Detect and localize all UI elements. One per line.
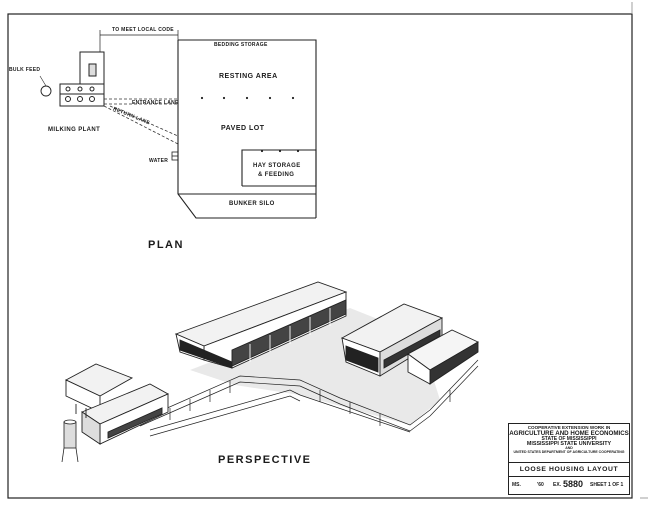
lanes [103, 98, 179, 145]
feed-tank-perspective [61, 419, 79, 463]
bulk-feed-tank [40, 85, 52, 97]
label-to-meet-local-code: TO MEET LOCAL CODE [112, 27, 174, 33]
ex-label: EX. [553, 482, 562, 488]
dimension-line [99, 30, 179, 52]
label-entrance-lane: ENTRANCE LANE [132, 100, 179, 106]
hay-barn-perspective [340, 303, 479, 385]
water-symbol [171, 151, 179, 161]
plan-heading: PLAN [148, 239, 184, 251]
milking-plant-plan [59, 51, 105, 107]
label-bunker-silo: BUNKER SILO [229, 201, 275, 207]
title-block-line1: COOPERATIVE EXTENSION WORK IN [527, 425, 611, 430]
label-milking-plant: MILKING PLANT [48, 127, 101, 133]
sheet-border [7, 13, 633, 499]
title-block-line6: UNITED STATES DEPARTMENT OF AGRICULTURE … [513, 449, 625, 454]
title-block-info-row: MS. '60 EX. 5880 SHEET 1 OF 1 [509, 479, 629, 493]
bulk-feed-leader [39, 75, 47, 87]
label-resting-area: RESTING AREA [219, 73, 278, 80]
hay-storage-plan [241, 149, 317, 187]
title-block-line2: AGRICULTURE AND HOME ECONOMICS [509, 429, 629, 437]
label-paved-lot: PAVED LOT [221, 125, 265, 132]
label-feeding: & FEEDING [258, 172, 295, 178]
perspective-heading: PERSPECTIVE [218, 454, 312, 466]
drawing-title: LOOSE HOUSING LAYOUT [509, 462, 629, 477]
sheet-number: SHEET 1 OF 1 [590, 482, 624, 488]
milking-plant-perspective [64, 363, 170, 445]
title-block-line3: STATE OF MISSISSIPPI [541, 435, 597, 442]
fences-perspective [139, 359, 479, 437]
resting-barn-perspective [174, 281, 348, 369]
title-block-header: COOPERATIVE EXTENSION WORK IN AGRICULTUR… [509, 424, 629, 461]
label-bulk-feed: BULK FEED [9, 67, 41, 73]
title-block-line5: AND [565, 446, 573, 451]
title-block-line4: MISSISSIPPI STATE UNIVERSITY [526, 440, 612, 447]
title-block: COOPERATIVE EXTENSION WORK IN AGRICULTUR… [508, 423, 630, 495]
year: '60 [537, 482, 544, 488]
label-bedding-storage: BEDDING STORAGE [214, 42, 268, 48]
column-dots [200, 96, 300, 153]
label-water: WATER [149, 158, 169, 164]
main-lot-plan [177, 39, 317, 219]
state-code: MS. [512, 482, 521, 488]
label-hay-storage: HAY STORAGE [253, 163, 301, 169]
ex-number: 5880 [563, 479, 584, 489]
